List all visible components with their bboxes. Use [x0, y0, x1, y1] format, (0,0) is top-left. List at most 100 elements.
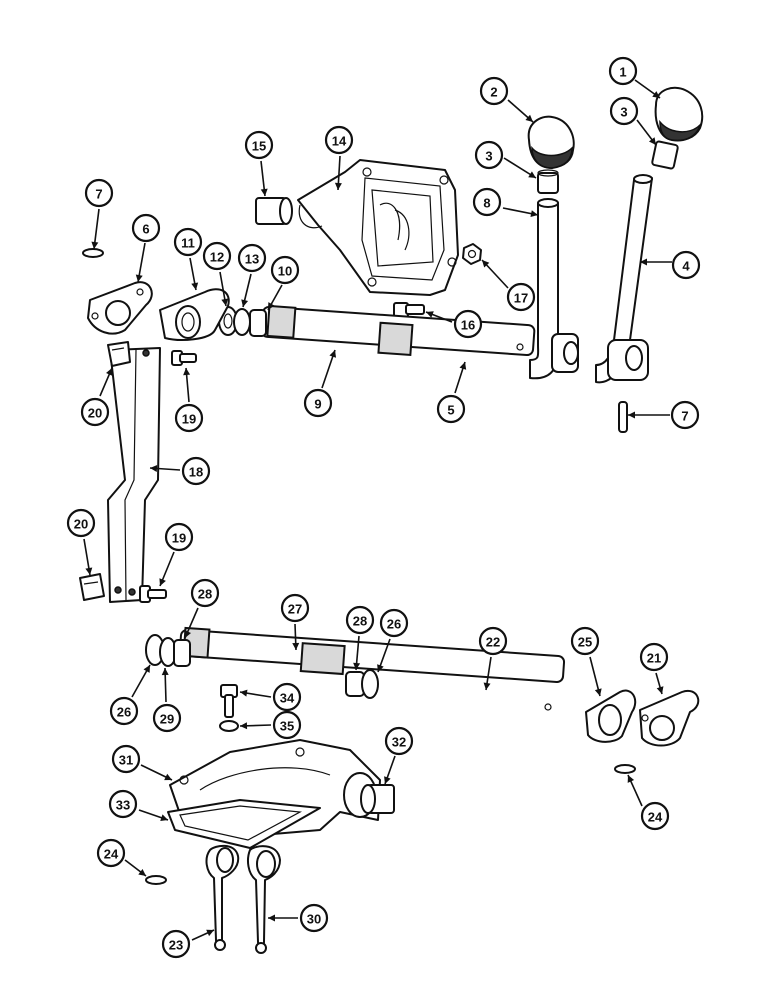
callout-number: 18 [189, 465, 203, 480]
callout-34: 34 [239, 682, 302, 712]
callout-bubble [173, 227, 203, 257]
leader-arrowhead [292, 642, 300, 650]
leader-arrowhead [268, 914, 275, 922]
leader-arrowhead [240, 689, 248, 697]
callout-26: 26 [109, 664, 151, 726]
callout-11: 11 [173, 227, 203, 291]
callout-number: 7 [95, 187, 102, 202]
leader-arrowhead [594, 688, 602, 696]
callout-number: 21 [647, 651, 661, 666]
callout-23: 23 [161, 929, 215, 959]
callout-bubble [174, 403, 204, 433]
part-32-bushing [360, 784, 395, 814]
callout-number: 3 [485, 149, 492, 164]
leader-arrowhead [652, 91, 660, 98]
callout-7: 7 [84, 178, 114, 250]
callout-number: 7 [681, 409, 688, 424]
callout-27: 27 [280, 593, 310, 651]
callout-number: 31 [119, 753, 133, 768]
callout-bubble [244, 130, 274, 160]
part-7-roll-pin [618, 401, 628, 433]
part-18-link [107, 347, 161, 603]
leader-arrowhead [183, 368, 191, 376]
callout-28: 28 [345, 605, 375, 671]
callout-5: 5 [436, 361, 467, 424]
leader-arrowhead [628, 411, 635, 419]
callout-30: 30 [268, 903, 329, 933]
callout-35: 35 [239, 710, 302, 740]
leader-arrowhead [648, 137, 656, 145]
callout-bubble [161, 929, 191, 959]
part-24-pin-right [614, 764, 636, 774]
part-20-clip-lower [79, 573, 105, 601]
leader-arrowhead [482, 260, 490, 268]
leader-arrowhead [106, 368, 113, 376]
part-14-selector-housing [297, 159, 459, 296]
callout-number: 33 [116, 798, 130, 813]
callout-bubble [324, 125, 354, 155]
callout-bubble [384, 726, 414, 756]
leader-arrowhead [91, 241, 99, 249]
leader-arrowhead [528, 171, 536, 178]
part-1-knob [654, 86, 704, 142]
callout-number: 28 [198, 587, 212, 602]
callout-bubble [436, 394, 466, 424]
callout-25: 25 [570, 626, 602, 697]
callout-bubble [345, 605, 375, 635]
callout-number: 13 [245, 252, 259, 267]
part-17-nut [462, 243, 482, 265]
callout-bubble [164, 522, 194, 552]
callout-number: 14 [332, 134, 347, 149]
part-13-ring [233, 308, 251, 336]
callout-2: 2 [479, 76, 534, 123]
callout-26: 26 [377, 608, 409, 673]
callout-bubble [479, 76, 509, 106]
callout-bubble [453, 309, 483, 339]
callout-number: 2 [490, 85, 497, 100]
callout-number: 10 [278, 264, 292, 279]
callout-bubble [280, 593, 310, 623]
callout-number: 24 [648, 810, 663, 825]
callout-32: 32 [384, 726, 414, 785]
leader-arrowhead [426, 311, 434, 318]
callout-18: 18 [149, 456, 211, 486]
leader-arrowhead [138, 868, 146, 876]
callout-bubble [66, 508, 96, 538]
callout-bubble [131, 213, 161, 243]
callout-number: 19 [182, 412, 196, 427]
leader-arrowhead [164, 773, 172, 781]
leader-arrowhead [334, 182, 342, 190]
callout-17: 17 [481, 259, 536, 312]
callout-number: 25 [578, 635, 592, 650]
leader-arrowhead [184, 630, 191, 638]
callout-bubble [472, 187, 502, 217]
callout-14: 14 [324, 125, 354, 191]
callout-bubble [640, 801, 670, 831]
callout-bubble [108, 789, 138, 819]
callout-bubble [111, 744, 141, 774]
part-24-pin-left [145, 875, 167, 885]
callout-number: 27 [288, 602, 302, 617]
callout-4: 4 [640, 250, 701, 280]
callout-31: 31 [111, 744, 173, 781]
leader-arrowhead [260, 188, 268, 196]
leader-arrowhead [384, 776, 391, 784]
callout-7: 7 [628, 400, 700, 430]
part-20-clip-upper [107, 341, 131, 367]
leader-arrowhead [329, 350, 337, 358]
callout-bubble [80, 397, 110, 427]
leader-arrowhead [483, 682, 491, 690]
callout-33: 33 [108, 789, 169, 822]
leader-arrowhead [459, 362, 467, 370]
callout-number: 35 [280, 719, 294, 734]
callout-bubble [152, 703, 182, 733]
callout-28: 28 [184, 578, 220, 639]
part-35-washer [219, 720, 239, 732]
callout-22: 22 [478, 626, 508, 691]
callout-20: 20 [66, 508, 96, 576]
callout-20: 20 [80, 367, 113, 427]
callout-number: 26 [117, 705, 131, 720]
callout-number: 24 [104, 847, 119, 862]
callout-bubble [608, 56, 638, 86]
